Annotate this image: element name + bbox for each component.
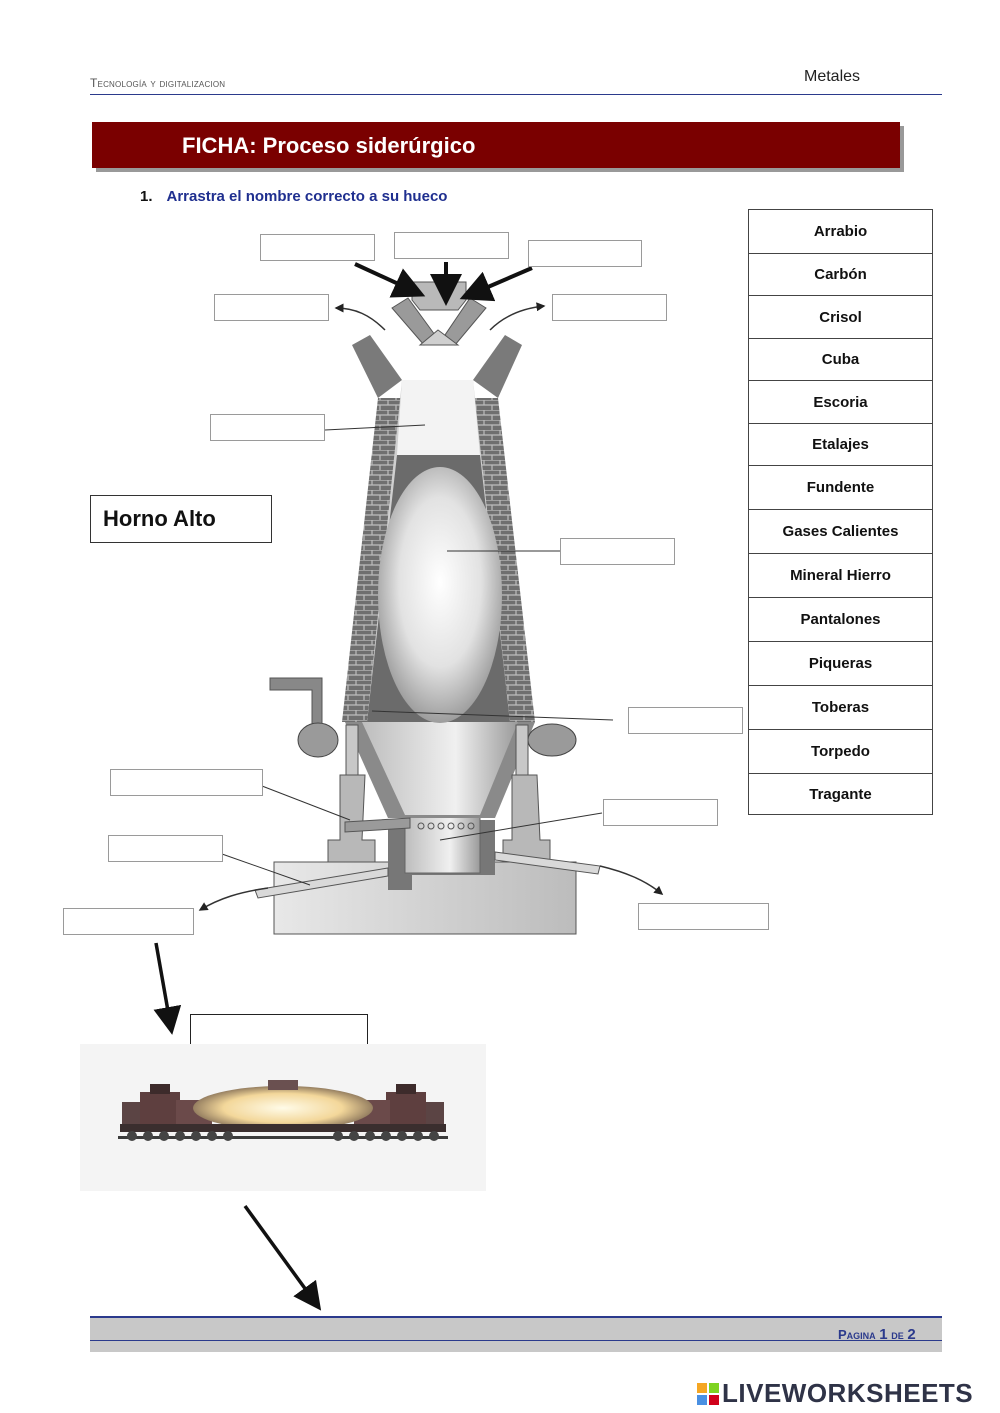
page-indicator: Pagina 1 de 2	[838, 1326, 916, 1343]
header-divider	[90, 94, 942, 95]
bustle-ring-right	[527, 723, 577, 757]
page-word: Pagina	[838, 1327, 876, 1342]
word-bank-item[interactable]: Toberas	[749, 686, 932, 730]
charge-arrow-left	[354, 262, 426, 298]
word-bank-item[interactable]: Fundente	[749, 466, 932, 510]
diagram-title: Horno Alto	[90, 495, 272, 543]
exercise-instruction: 1. Arrastra el nombre correcto a su hueco	[140, 188, 447, 205]
shaft-brick-left	[342, 398, 402, 722]
word-bank-item[interactable]: Mineral Hierro	[749, 554, 932, 598]
page-number: 1	[879, 1326, 888, 1343]
word-bank-item[interactable]: Cuba	[749, 339, 932, 381]
tuyere-holes	[417, 822, 475, 830]
brand-name: LIVEWORKSHEETS	[722, 1378, 974, 1408]
word-bank: Arrabio Carbón Crisol Cuba Escoria Etala…	[748, 209, 933, 815]
page-footer	[90, 1316, 942, 1352]
liveworksheets-logo: LIVEWORKSHEETS	[697, 1378, 973, 1409]
drop-target[interactable]	[638, 903, 769, 930]
exercise-number: 1.	[140, 188, 153, 205]
down-arrow-from-torpedo	[243, 1204, 322, 1311]
drop-target[interactable]	[63, 908, 194, 935]
support-right	[502, 774, 551, 863]
topic-label: Metales	[804, 68, 861, 85]
throat-right	[473, 335, 522, 398]
shaft-brick-right	[473, 398, 535, 722]
word-bank-item[interactable]: Tragante	[749, 774, 932, 815]
charging-hopper	[411, 281, 467, 311]
drop-target[interactable]	[110, 769, 263, 796]
liveworksheets-icon	[697, 1383, 719, 1405]
throat-left	[352, 335, 402, 398]
iron-tap-chute	[254, 867, 389, 899]
iron-flow-arrow	[198, 887, 269, 911]
drop-target[interactable]	[528, 240, 642, 267]
drop-target[interactable]	[394, 232, 509, 259]
word-bank-item[interactable]: Piqueras	[749, 642, 932, 686]
word-bank-item[interactable]: Carbón	[749, 254, 932, 296]
drop-target[interactable]	[260, 234, 375, 261]
page-total: 2	[907, 1326, 916, 1343]
leader-lines	[221, 424, 614, 886]
word-bank-item[interactable]: Etalajes	[749, 424, 932, 466]
charge-arrow-right	[459, 266, 533, 302]
instruction-text: Arrastra el nombre correcto a su hueco	[166, 188, 448, 205]
bustle-ring-left	[297, 722, 339, 758]
subject-label: Tecnología y digitalizacion	[90, 76, 226, 90]
drop-target[interactable]	[210, 414, 325, 441]
word-bank-item[interactable]: Arrabio	[749, 210, 932, 254]
word-bank-item[interactable]: Escoria	[749, 381, 932, 424]
drop-target[interactable]	[628, 707, 743, 734]
drop-target[interactable]	[603, 799, 718, 826]
slag-tap-chute	[494, 851, 601, 875]
down-arrow-to-torpedo	[153, 942, 182, 1035]
title-banner: FICHA: Proceso siderúrgico	[92, 122, 900, 168]
footer-divider	[90, 1340, 942, 1341]
burden-glow	[378, 467, 502, 723]
word-bank-item[interactable]: Torpedo	[749, 730, 932, 774]
word-bank-item[interactable]: Pantalones	[749, 598, 932, 642]
gas-arrow-right	[489, 302, 546, 331]
drop-target[interactable]	[214, 294, 329, 321]
torpedo-car-image	[80, 1044, 486, 1191]
of-word: de	[891, 1327, 904, 1342]
drop-target[interactable]	[108, 835, 223, 862]
word-bank-item[interactable]: Gases Calientes	[749, 510, 932, 554]
drop-target[interactable]	[552, 294, 667, 321]
worksheet-title: FICHA: Proceso siderúrgico	[182, 133, 476, 158]
drop-target[interactable]	[560, 538, 675, 565]
slag-flow-arrow	[599, 865, 664, 895]
hot-blast-pipe	[269, 677, 323, 726]
support-left	[327, 774, 376, 863]
gas-arrow-left	[334, 303, 386, 331]
word-bank-item[interactable]: Crisol	[749, 296, 932, 339]
